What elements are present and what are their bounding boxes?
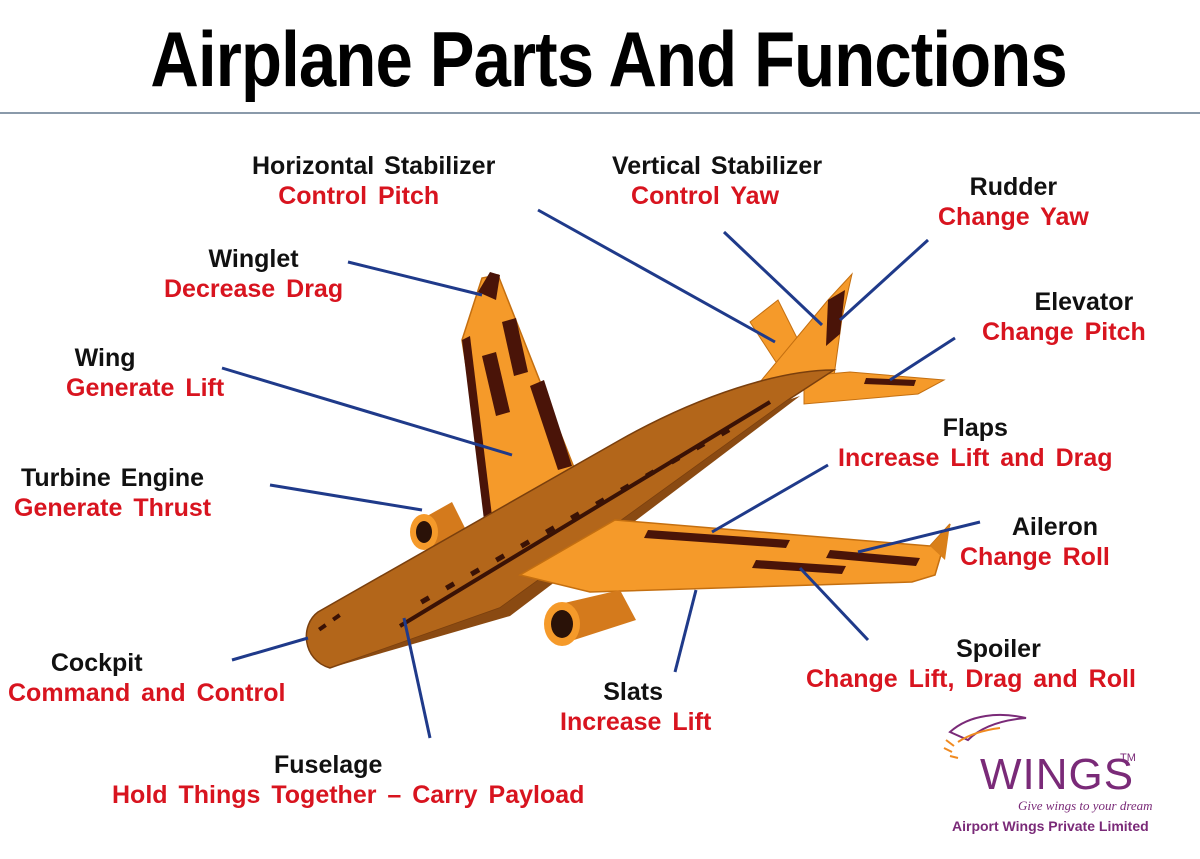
- label-slats: Slats Increase Lift: [560, 677, 711, 737]
- winglet-shape: [478, 272, 500, 300]
- part-name: Rudder: [969, 173, 1058, 201]
- leader-elevator: [889, 336, 956, 382]
- label-vertical-stabilizer: Vertical Stabilizer Control Yaw: [612, 151, 822, 211]
- leader-rudder: [838, 238, 930, 322]
- flap-shape: [644, 530, 790, 548]
- far-wing-flap: [502, 318, 528, 376]
- label-winglet: Winglet Decrease Drag: [164, 244, 343, 304]
- part-function: Change Lift, Drag and Roll: [806, 665, 1136, 693]
- wing-icon: [943, 713, 1027, 759]
- part-name: Aileron: [1011, 513, 1098, 541]
- near-engine: [544, 590, 636, 646]
- elevator-shape: [864, 378, 916, 386]
- wings-logo: WINGS TM Give wings to your dream Airpor…: [940, 712, 1160, 842]
- label-wing: Wing Generate Lift: [66, 343, 224, 403]
- part-name: Horizontal Stabilizer: [252, 152, 496, 180]
- far-wing-root-edge: [462, 336, 492, 520]
- part-name: Spoiler: [956, 635, 1041, 663]
- leader-vertical-stabilizer: [722, 230, 824, 327]
- part-name: Wing: [74, 344, 136, 372]
- leader-turbine-engine: [269, 483, 423, 512]
- part-function: Generate Lift: [66, 374, 225, 402]
- rudder-shape: [826, 290, 845, 346]
- leader-slats: [673, 589, 698, 673]
- title-divider: [0, 112, 1200, 114]
- label-cockpit: Cockpit Command and Control: [8, 648, 285, 708]
- label-turbine-engine: Turbine Engine Generate Thrust: [14, 463, 211, 523]
- logo-trademark: TM: [1120, 752, 1136, 764]
- part-function: Decrease Drag: [164, 275, 344, 303]
- part-function: Generate Thrust: [14, 494, 212, 522]
- near-winglet: [930, 524, 950, 560]
- leader-wing: [221, 366, 513, 457]
- part-name: Slats: [603, 678, 664, 706]
- part-function: Change Yaw: [938, 203, 1089, 231]
- logo-company: Airport Wings Private Limited: [952, 818, 1149, 834]
- page-title: Airplane Parts And Functions: [150, 15, 1067, 103]
- label-fuselage: Fuselage Hold Things Together – Carry Pa…: [112, 750, 584, 810]
- part-function: Control Pitch: [278, 182, 440, 210]
- far-engine: [410, 502, 466, 550]
- part-name: Fuselage: [274, 751, 383, 779]
- part-name: Vertical Stabilizer: [612, 152, 823, 180]
- leader-flaps: [711, 463, 829, 534]
- label-flaps: Flaps Increase Lift and Drag: [838, 413, 1113, 473]
- window-row: [420, 427, 731, 605]
- leader-fuselage: [402, 617, 432, 739]
- part-function: Increase Lift: [560, 708, 712, 736]
- part-name: Turbine Engine: [21, 464, 205, 492]
- part-function: Command and Control: [8, 679, 286, 707]
- part-name: Winglet: [208, 245, 299, 273]
- logo-wordmark: WINGS: [980, 750, 1135, 799]
- label-elevator: Elevator Change Pitch: [982, 287, 1146, 347]
- part-name: Flaps: [942, 414, 1008, 442]
- part-function: Hold Things Together – Carry Payload: [112, 781, 585, 809]
- far-wing-trailing-edge: [530, 380, 572, 470]
- part-function: Change Roll: [960, 543, 1110, 571]
- part-name: Elevator: [1034, 288, 1134, 316]
- part-function: Control Yaw: [631, 182, 780, 210]
- elevator-stabilizer-shape: [803, 371, 946, 405]
- leader-spoiler: [798, 566, 870, 642]
- leader-horizontal-stabilizer: [537, 208, 776, 344]
- label-spoiler: Spoiler Change Lift, Drag and Roll: [806, 634, 1136, 694]
- fuselage-stripe: [398, 400, 772, 628]
- part-function: Change Pitch: [982, 318, 1146, 346]
- leader-aileron: [857, 520, 981, 554]
- aileron-shape: [826, 550, 920, 566]
- leader-winglet: [347, 260, 483, 297]
- label-rudder: Rudder Change Yaw: [938, 172, 1089, 232]
- logo-tagline: Give wings to your dream: [1018, 798, 1153, 813]
- label-horizontal-stabilizer: Horizontal Stabilizer Control Pitch: [252, 151, 495, 211]
- label-aileron: Aileron Change Roll: [960, 512, 1110, 572]
- part-function: Increase Lift and Drag: [838, 444, 1113, 472]
- far-wing-slat: [482, 352, 510, 416]
- spoiler-shape: [752, 560, 846, 574]
- cockpit-windows: [318, 613, 341, 632]
- leader-cockpit: [231, 636, 309, 662]
- part-name: Cockpit: [50, 649, 143, 677]
